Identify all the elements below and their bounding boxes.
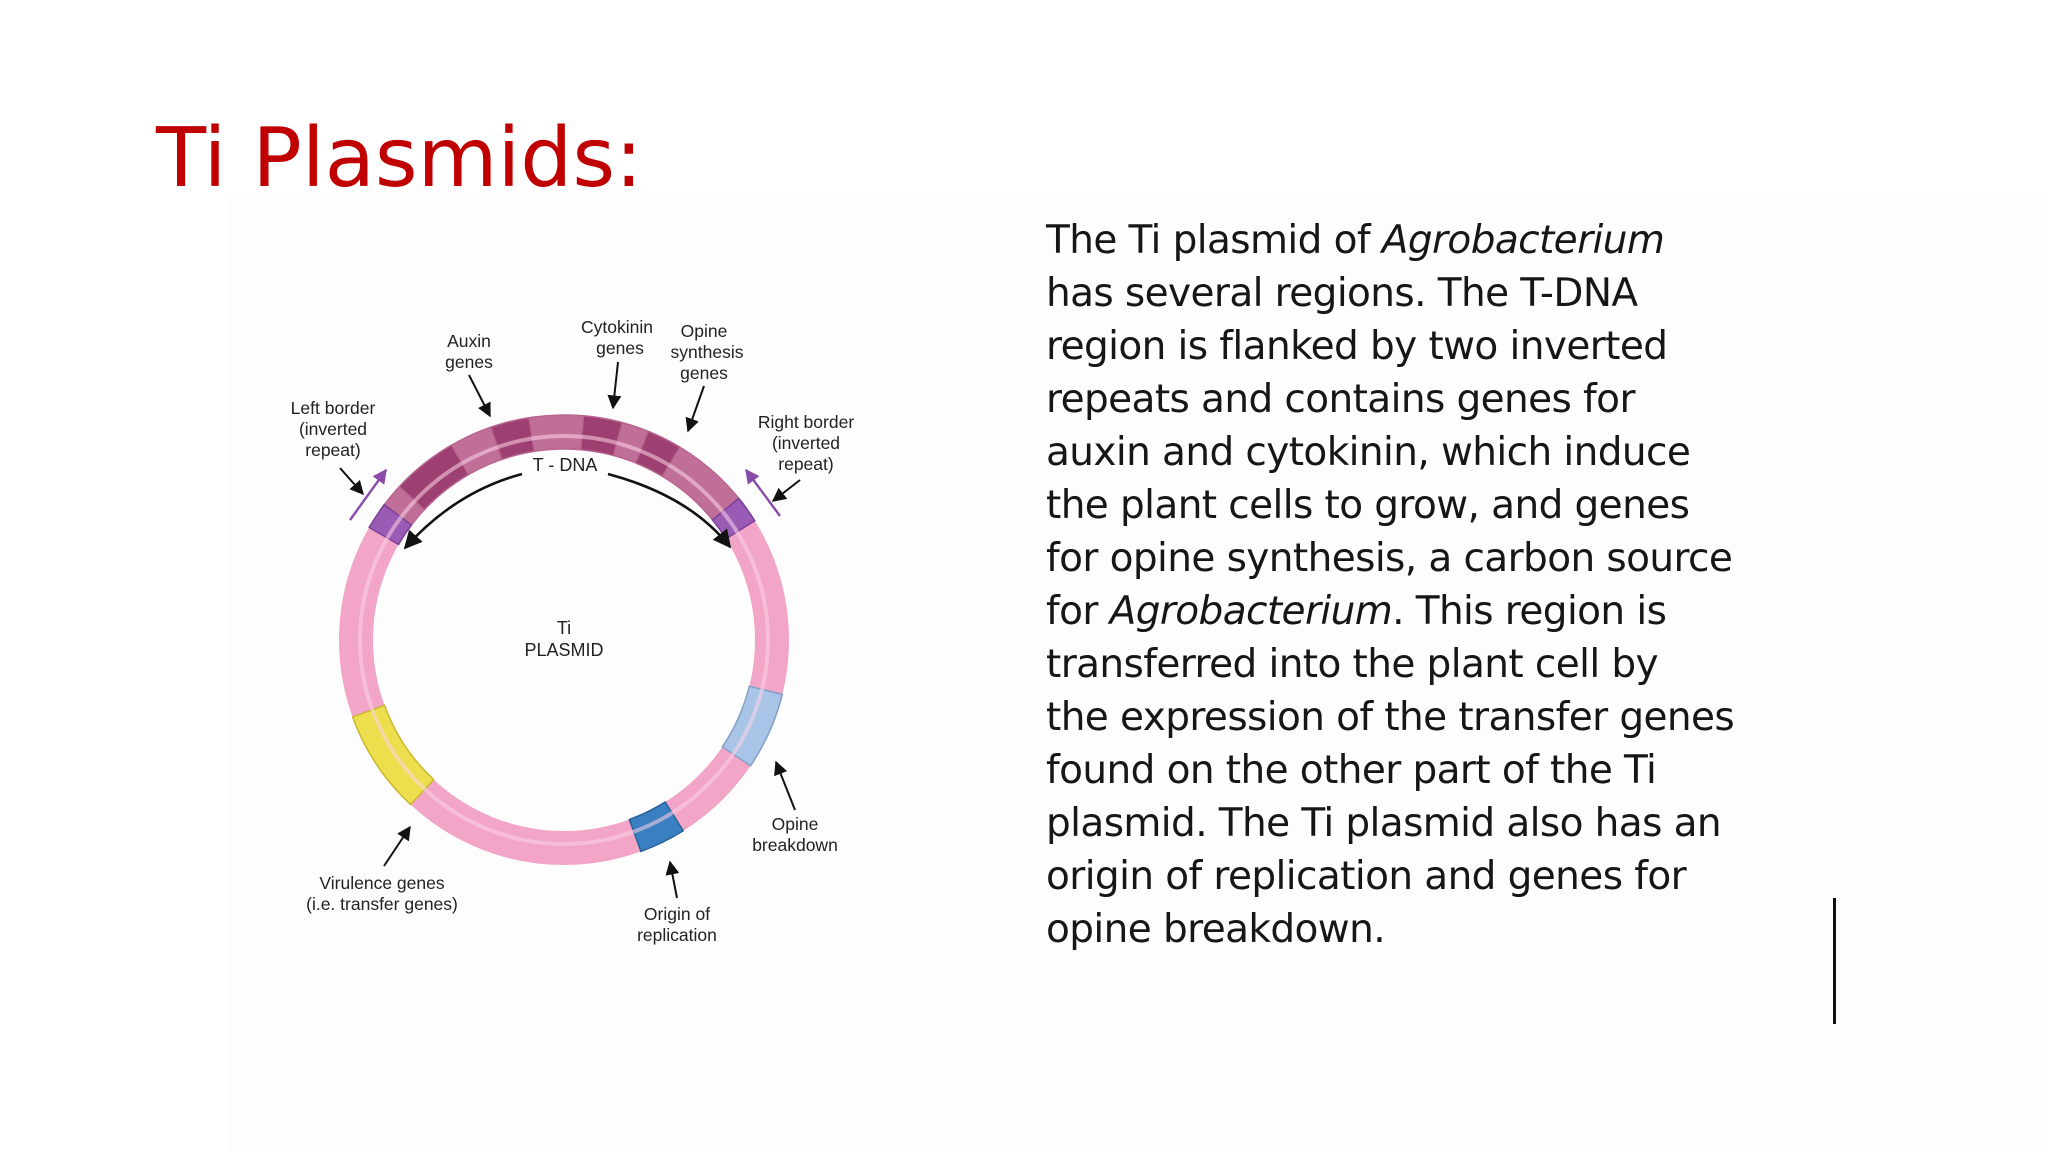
caption-line: transferred into the plant cell by <box>1046 638 1706 691</box>
label-cytokinin-line-2: genes <box>596 338 644 358</box>
caption-line: found on the other part of the Ti <box>1046 744 1706 797</box>
caption-italic-term: Agrobacterium <box>1381 218 1665 263</box>
vertical-line-mark <box>1833 898 1836 1024</box>
label-left-border-line-1: Left border <box>291 398 376 418</box>
plasmid-ring-highlight <box>358 434 770 846</box>
pointer-arrow-cytokinin <box>607 361 622 410</box>
caption-line: repeats and contains genes for <box>1046 373 1706 426</box>
caption-line: the plant cells to grow, and genes <box>1046 479 1706 532</box>
label-virulence-line-2: (i.e. transfer genes) <box>306 894 458 914</box>
center-label-plasmid: PLASMID <box>524 640 603 660</box>
label-opine-breakdown-line-2: breakdown <box>752 835 838 855</box>
figure-panel <box>228 197 2048 1152</box>
cytokinin-gene-block <box>579 415 624 457</box>
caption-line: the expression of the transfer genes <box>1046 691 1735 744</box>
caption-line: The Ti plasmid of Agrobacterium <box>1046 214 1706 267</box>
label-right-border: Right border (inverted repeat) <box>758 412 854 502</box>
auxin-gene-block <box>489 416 535 461</box>
label-opine-synthesis-line-3: genes <box>680 363 728 383</box>
caption-line: auxin and cytokinin, which induce <box>1046 426 1706 479</box>
caption-line: plasmid. The Ti plasmid also has an <box>1046 797 1722 850</box>
caption-italic-term: Agrobacterium <box>1109 589 1393 634</box>
label-opine-breakdown-line-1: Opine <box>772 814 819 834</box>
caption-segment: The Ti plasmid of <box>1046 218 1382 263</box>
label-right-border-line-3: repeat) <box>778 454 833 474</box>
center-label-ti: Ti <box>557 618 571 638</box>
caption-line: for opine synthesis, a carbon source <box>1046 532 1733 585</box>
tdna-label: T - DNA <box>533 455 598 475</box>
caption-segment: has several regions. The T-DNA <box>1046 271 1638 316</box>
label-auxin-line-1: Auxin <box>447 331 491 351</box>
pointer-arrow-right-border <box>771 479 801 502</box>
pointer-arrow-origin <box>665 860 680 899</box>
tdna-gene-block <box>398 444 470 511</box>
label-origin-line-2: replication <box>637 925 717 945</box>
label-left-border-line-2: (inverted <box>299 419 367 439</box>
caption-segment: transferred into the plant cell by <box>1046 642 1659 687</box>
caption-segment: repeats and contains genes for <box>1046 377 1635 422</box>
right-border-purple-arrow <box>745 468 781 517</box>
caption-segment: the plant cells to grow, and genes <box>1046 483 1690 528</box>
pointer-arrow-left-border <box>339 467 364 496</box>
caption-segment: for <box>1046 589 1110 634</box>
label-virulence-line-1: Virulence genes <box>319 873 444 893</box>
label-origin-line-1: Origin of <box>644 904 710 924</box>
slide-title: Ti Plasmids: <box>156 111 643 206</box>
tdna-arcs <box>349 468 781 550</box>
label-right-border-line-1: Right border <box>758 412 854 432</box>
label-opine-synthesis-line-2: synthesis <box>671 342 744 362</box>
caption-line: origin of replication and genes for <box>1046 850 1706 903</box>
label-left-border: Left border (inverted repeat) <box>291 398 376 496</box>
plasmid-ring <box>339 414 789 865</box>
caption-line: for Agrobacterium. This region is <box>1046 585 1706 638</box>
pointer-arrow-auxin <box>468 374 491 418</box>
label-opine-synthesis-line-1: Opine <box>681 321 728 341</box>
pointer-arrow-virulence <box>383 825 411 867</box>
label-opine-breakdown: Opine breakdown <box>752 760 838 855</box>
caption-segment: for opine synthesis, a carbon source <box>1046 536 1733 581</box>
caption-segment: auxin and cytokinin, which induce <box>1046 430 1691 475</box>
label-cytokinin-genes: Cytokinin genes <box>581 317 653 410</box>
label-virulence-genes: Virulence genes (i.e. transfer genes) <box>306 825 458 914</box>
left-border-purple-arrow <box>349 468 387 521</box>
pointer-arrow-opine-breakdown <box>774 760 796 811</box>
caption-segment: region is flanked by two inverted <box>1046 324 1668 369</box>
caption-segment: plasmid. The Ti plasmid also has an <box>1046 801 1722 846</box>
label-auxin-line-2: genes <box>445 352 493 372</box>
caption-segment: the expression of the transfer genes <box>1046 695 1735 740</box>
label-origin-of-replication: Origin of replication <box>637 860 717 945</box>
label-auxin-genes: Auxin genes <box>445 331 493 418</box>
caption-line: has several regions. The T-DNA <box>1046 267 1706 320</box>
caption-segment: origin of replication and genes for <box>1046 854 1687 899</box>
label-right-border-line-2: (inverted <box>772 433 840 453</box>
tdna-arrow-left <box>403 472 523 550</box>
left-border-repeat <box>368 503 413 546</box>
caption-line: opine breakdown. <box>1046 903 1706 956</box>
label-left-border-line-3: repeat) <box>305 440 360 460</box>
label-cytokinin-line-1: Cytokinin <box>581 317 653 337</box>
label-opine-synthesis: Opine synthesis genes <box>671 321 744 433</box>
caption-line: region is flanked by two inverted <box>1046 320 1706 373</box>
caption-segment: . This region is <box>1392 589 1667 634</box>
caption-segment: found on the other part of the Ti <box>1046 748 1657 793</box>
tdna-arrow-right <box>607 472 732 549</box>
pointer-arrow-opine-synthesis <box>685 385 705 433</box>
caption-segment: opine breakdown. <box>1046 907 1386 952</box>
